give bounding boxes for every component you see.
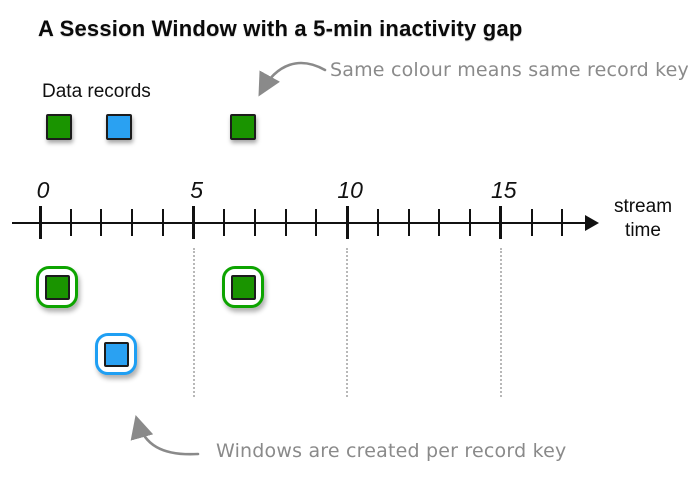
time-axis-arrowhead-icon — [585, 215, 599, 231]
diagram-title: A Session Window with a 5-min inactivity… — [38, 16, 523, 41]
annotation-windows-per-key: Windows are created per record key — [216, 440, 567, 462]
stream-time-line2: time — [625, 220, 661, 241]
session-window-green-1 — [36, 266, 78, 308]
tick-16 — [530, 209, 533, 236]
tick-15 — [499, 206, 503, 239]
tick-2 — [100, 209, 103, 236]
tick-12 — [407, 209, 410, 236]
window-record-icon — [103, 341, 129, 367]
stream-time-label: stream time — [603, 195, 683, 243]
tick-4 — [161, 209, 164, 236]
stream-time-line1: stream — [613, 196, 673, 217]
annotation-same-colour: Same colour means same record key — [330, 59, 688, 81]
tick-7 — [254, 209, 257, 236]
data-record-green-2 — [230, 114, 256, 140]
data-record-green-1 — [46, 114, 72, 140]
inactivity-gap-line-5 — [192, 248, 195, 397]
arrow-to-record-icon — [258, 61, 327, 97]
tick-14 — [469, 209, 472, 236]
tick-label-0: 0 — [36, 177, 50, 203]
tick-10 — [345, 206, 349, 239]
inactivity-gap-line-15 — [499, 248, 502, 397]
tick-3 — [131, 209, 134, 236]
tick-label-15: 15 — [491, 177, 517, 203]
tick-label-5: 5 — [190, 177, 203, 203]
tick-11 — [376, 209, 379, 236]
tick-0 — [38, 206, 42, 239]
tick-8 — [284, 209, 287, 236]
window-record-icon — [230, 274, 256, 300]
tick-1 — [69, 209, 72, 236]
data-records-label: Data records — [42, 81, 151, 102]
inactivity-gap-line-10 — [346, 248, 349, 397]
data-record-blue-1 — [106, 114, 132, 140]
tick-6 — [223, 209, 226, 236]
tick-9 — [315, 209, 318, 236]
window-record-icon — [44, 274, 70, 300]
tick-13 — [438, 209, 441, 236]
tick-5 — [192, 206, 196, 239]
time-axis-line — [12, 222, 590, 224]
arrow-to-window-icon — [130, 414, 200, 456]
session-window-blue-1 — [95, 333, 137, 375]
tick-label-10: 10 — [337, 177, 363, 203]
session-window-green-2 — [222, 266, 264, 308]
tick-17 — [561, 209, 564, 236]
